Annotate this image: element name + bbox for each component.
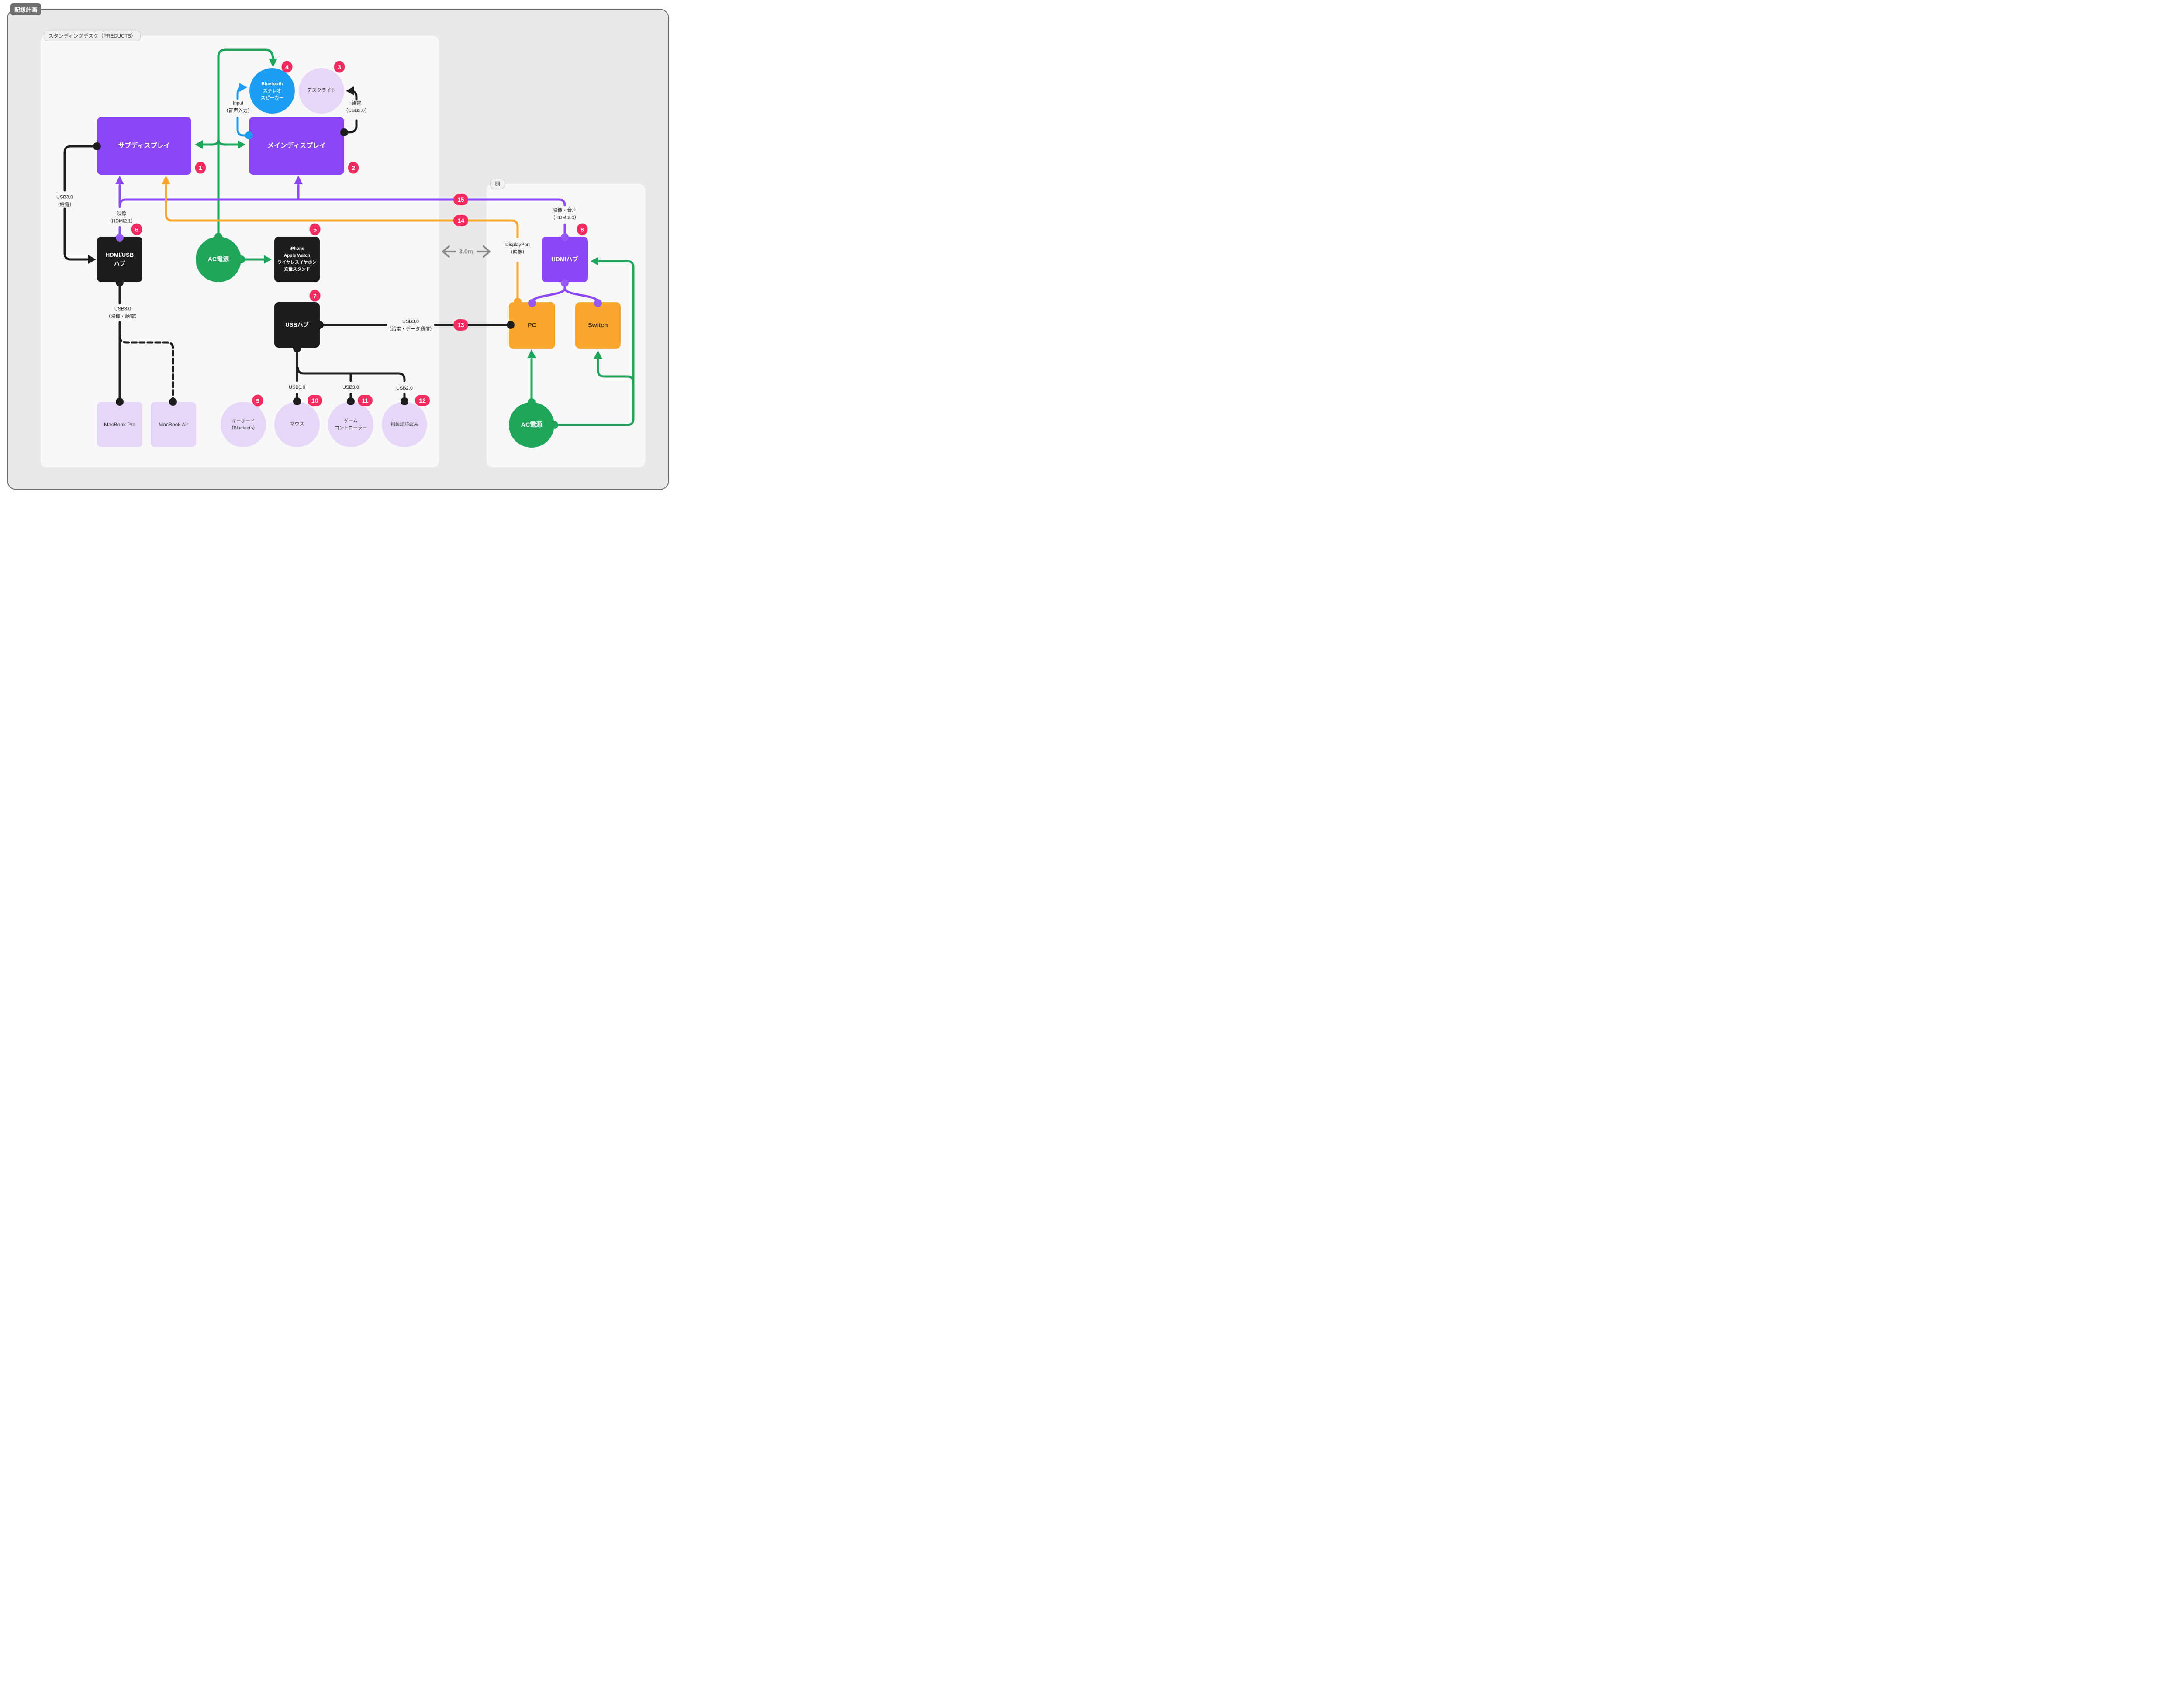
- desk-panel-label[interactable]: スタンディングデスク（PREDUCTS）: [44, 31, 141, 41]
- badge-3[interactable]: 3: [334, 61, 345, 73]
- node-game-controller[interactable]: ゲーム コントローラー: [328, 402, 373, 447]
- shelf-panel-label[interactable]: 棚: [490, 179, 505, 189]
- label-usb30-power: USB3.0（給電）: [55, 194, 74, 207]
- badge-10[interactable]: 10: [308, 395, 322, 406]
- badge-11[interactable]: 11: [358, 395, 373, 406]
- badge-7[interactable]: 7: [309, 290, 321, 302]
- label-displayport: DisplayPort（映像）: [505, 242, 530, 255]
- badge-13[interactable]: 13: [453, 319, 468, 331]
- node-charge-stand[interactable]: iPhone Apple Watch ワイヤレスイヤホン 充電スタンド: [274, 237, 320, 282]
- node-usb-hub[interactable]: USBハブ: [274, 302, 320, 348]
- badge-14[interactable]: 14: [453, 215, 468, 226]
- label-distance: 3.0m: [459, 248, 473, 255]
- node-mouse[interactable]: マウス: [274, 402, 320, 447]
- node-switch[interactable]: Switch: [575, 302, 621, 349]
- node-sub-display[interactable]: サブディスプレイ: [97, 117, 191, 175]
- node-macbook-air[interactable]: MacBook Air: [151, 402, 196, 447]
- badge-15[interactable]: 15: [453, 194, 468, 205]
- node-main-display[interactable]: メインディスプレイ: [249, 117, 344, 175]
- node-ac-power-shelf[interactable]: AC電源: [509, 402, 554, 448]
- badge-12[interactable]: 12: [415, 395, 430, 406]
- label-video-audio-hdmi21: 映像・音声（HDMI2.1）: [550, 207, 579, 221]
- page-title[interactable]: 配線計画: [10, 3, 41, 15]
- badge-9[interactable]: 9: [252, 394, 263, 407]
- node-ac-power-desk[interactable]: AC電源: [196, 237, 241, 282]
- badge-1[interactable]: 1: [195, 162, 206, 174]
- label-power-usb20: 給電（USB2.0）: [343, 100, 370, 114]
- label-input-audio: Input（音声入力）: [224, 100, 252, 114]
- label-usb20-finger: USB2.0: [396, 385, 413, 391]
- node-desk-light[interactable]: デスクライト: [299, 68, 344, 114]
- node-macbook-pro[interactable]: MacBook Pro: [97, 402, 142, 447]
- badge-6[interactable]: 6: [131, 223, 142, 235]
- node-hdmi-usb-hub[interactable]: HDMI/USB ハブ: [97, 237, 142, 282]
- badge-2[interactable]: 2: [348, 162, 359, 174]
- node-keyboard[interactable]: キーボード （Bluetooth）: [221, 402, 266, 447]
- diagram-canvas: 配線計画 スタンディングデスク（PREDUCTS） 棚 サブディスプレイ メイン…: [0, 0, 675, 496]
- badge-5[interactable]: 5: [309, 223, 321, 235]
- node-hdmi-hub[interactable]: HDMIハブ: [542, 237, 588, 282]
- badge-8[interactable]: 8: [577, 223, 588, 235]
- node-fingerprint[interactable]: 指紋認証端末: [382, 402, 427, 447]
- node-bt-speaker[interactable]: Bluetooth ステレオ スピーカー: [249, 68, 295, 114]
- label-usb30-video-power: USB3.0（映像・給電）: [106, 306, 140, 319]
- label-video-hdmi21: 映像（HDMI2.1）: [107, 211, 136, 224]
- label-usb30-data: USB3.0（給電・データ通信）: [387, 319, 435, 332]
- badge-4[interactable]: 4: [281, 61, 293, 73]
- node-pc[interactable]: PC: [509, 302, 555, 349]
- label-usb30-game: USB3.0: [342, 384, 359, 390]
- label-usb30-mouse: USB3.0: [289, 384, 305, 390]
